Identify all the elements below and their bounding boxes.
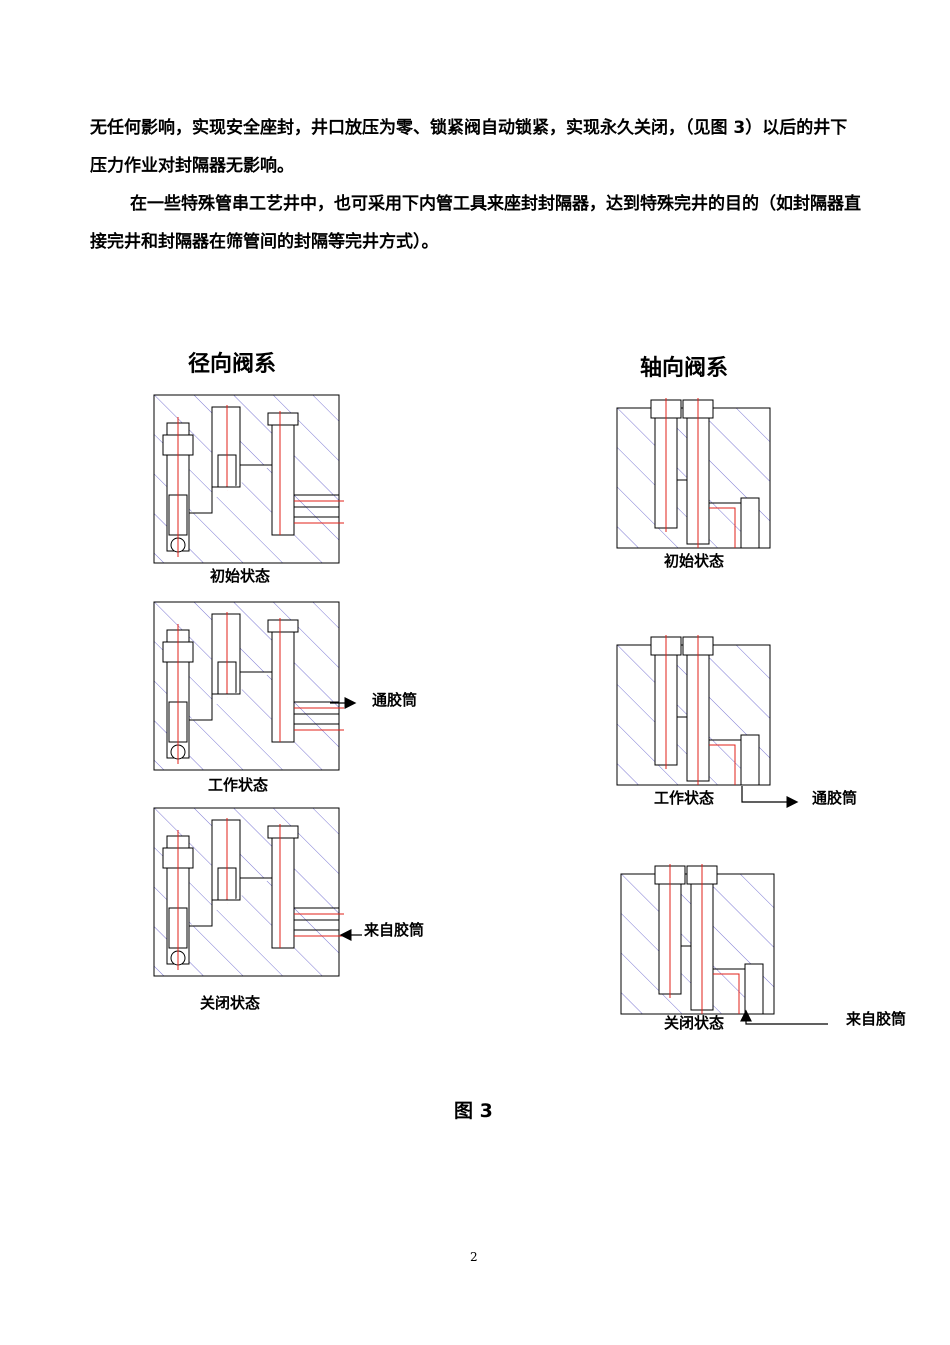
axial-from-rubber-label: 来自胶筒 bbox=[846, 1010, 907, 1028]
radial-from-rubber-label: 来自胶筒 bbox=[364, 921, 425, 939]
radial-to-rubber-label: 通胶筒 bbox=[372, 691, 418, 709]
paragraph-2: 在一些特殊管串工艺井中，也可采用下内管工具来座封封隔器，达到特殊完井的目的（如封… bbox=[90, 194, 861, 252]
axial-initial-label: 初始状态 bbox=[664, 552, 725, 570]
paragraph-1: 无任何影响，实现安全座封，井口放压为零、锁紧阀自动锁紧，实现永久关闭，（见图 3… bbox=[90, 118, 848, 176]
radial-valve-title: 径向阀系 bbox=[188, 352, 277, 377]
axial-working-label: 工作状态 bbox=[654, 789, 715, 807]
radial-initial-label: 初始状态 bbox=[210, 567, 271, 585]
page-number: 2 bbox=[470, 1250, 478, 1264]
radial-working-label: 工作状态 bbox=[208, 776, 269, 794]
axial-to-rubber-label: 通胶筒 bbox=[812, 789, 858, 807]
figure-caption: 图 3 bbox=[454, 1100, 493, 1122]
axial-valve-title: 轴向阀系 bbox=[640, 356, 729, 381]
axial-closed-label: 关闭状态 bbox=[664, 1014, 725, 1032]
radial-closed-label: 关闭状态 bbox=[200, 994, 261, 1012]
